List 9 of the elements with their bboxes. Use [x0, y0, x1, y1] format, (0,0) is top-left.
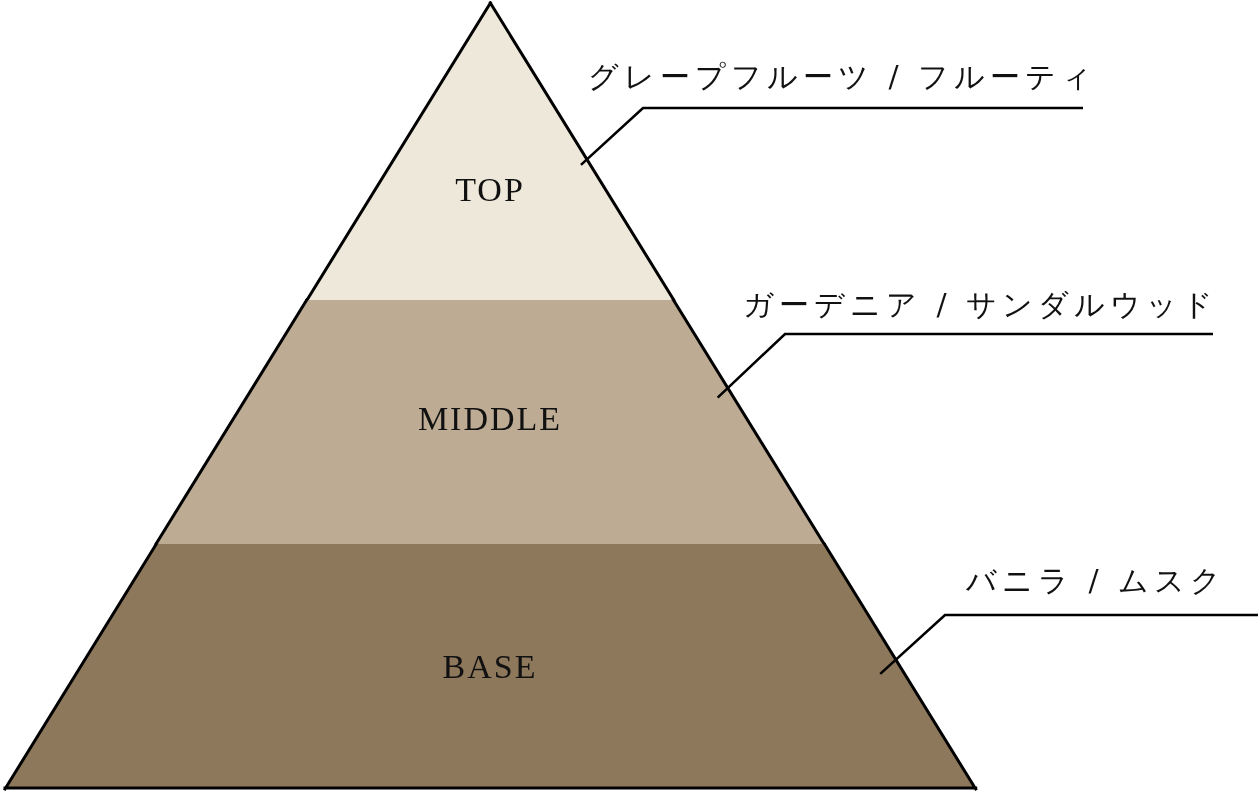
note-label: バニラ / ムスク — [966, 561, 1260, 615]
leader-line — [580, 106, 1083, 166]
leader-line — [716, 332, 1213, 399]
note-label: ガーデニア / サンダルウッド — [743, 285, 1215, 334]
leader-line — [879, 613, 1258, 675]
tier-label: TOP — [455, 170, 525, 210]
tier-label: BASE — [442, 647, 538, 687]
note-label: グレープフルーツ / フルーティ — [588, 57, 1085, 108]
tier-label: MIDDLE — [417, 399, 563, 439]
